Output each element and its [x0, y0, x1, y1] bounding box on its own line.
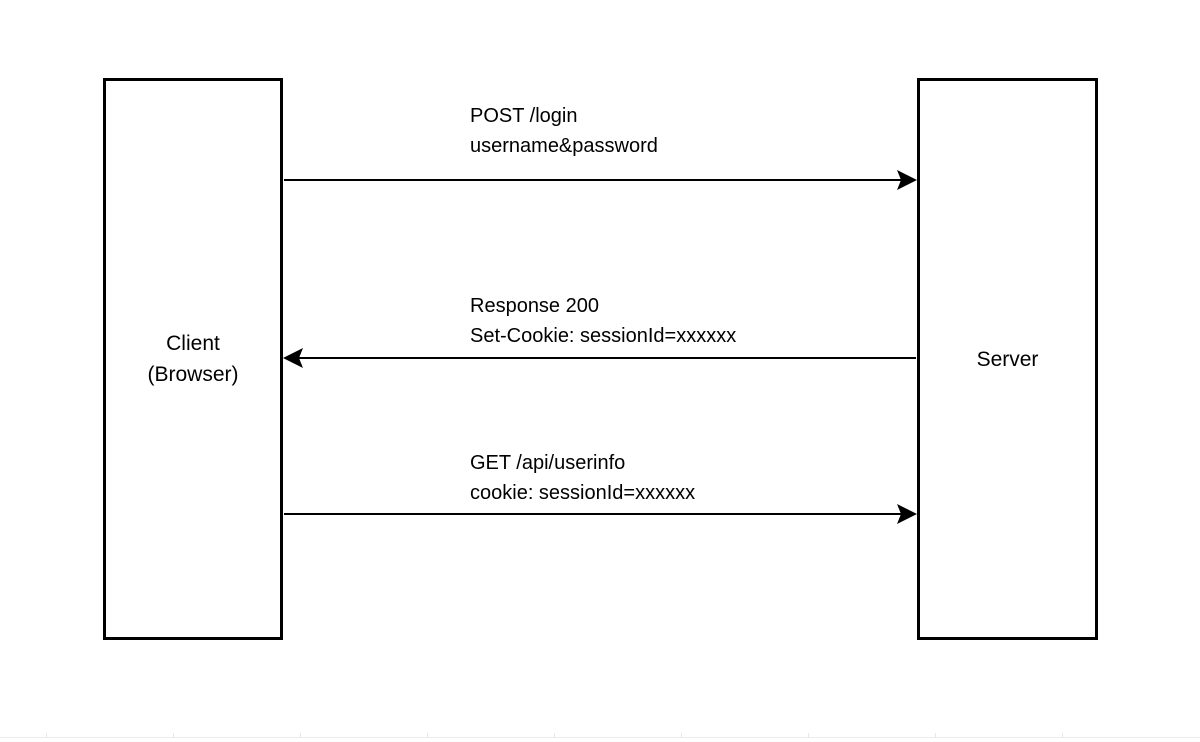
ruler-tick	[935, 733, 936, 738]
ruler-tick	[427, 733, 428, 738]
participant-label-client: Client (Browser)	[147, 332, 239, 386]
message-label-3: GET /api/userinfo cookie: sessionId=xxxx…	[470, 452, 696, 504]
message-arrow-1[interactable]	[284, 170, 917, 190]
bottom-divider	[0, 737, 1200, 738]
participant-label-server: Server	[976, 347, 1039, 371]
message-label-1: POST /login username&password	[470, 105, 658, 157]
ruler-tick	[173, 733, 174, 738]
participant-box-server[interactable]: Server	[917, 78, 1098, 640]
participant-box-client[interactable]: Client (Browser)	[103, 78, 283, 640]
ruler-tick	[808, 733, 809, 738]
ruler-tick	[681, 733, 682, 738]
ruler-tick	[554, 733, 555, 738]
message-label-2: Response 200 Set-Cookie: sessionId=xxxxx…	[470, 295, 737, 347]
ruler-tick	[1062, 733, 1063, 738]
ruler-tick	[46, 733, 47, 738]
message-arrow-2[interactable]	[283, 348, 916, 368]
ruler-tick	[300, 733, 301, 738]
